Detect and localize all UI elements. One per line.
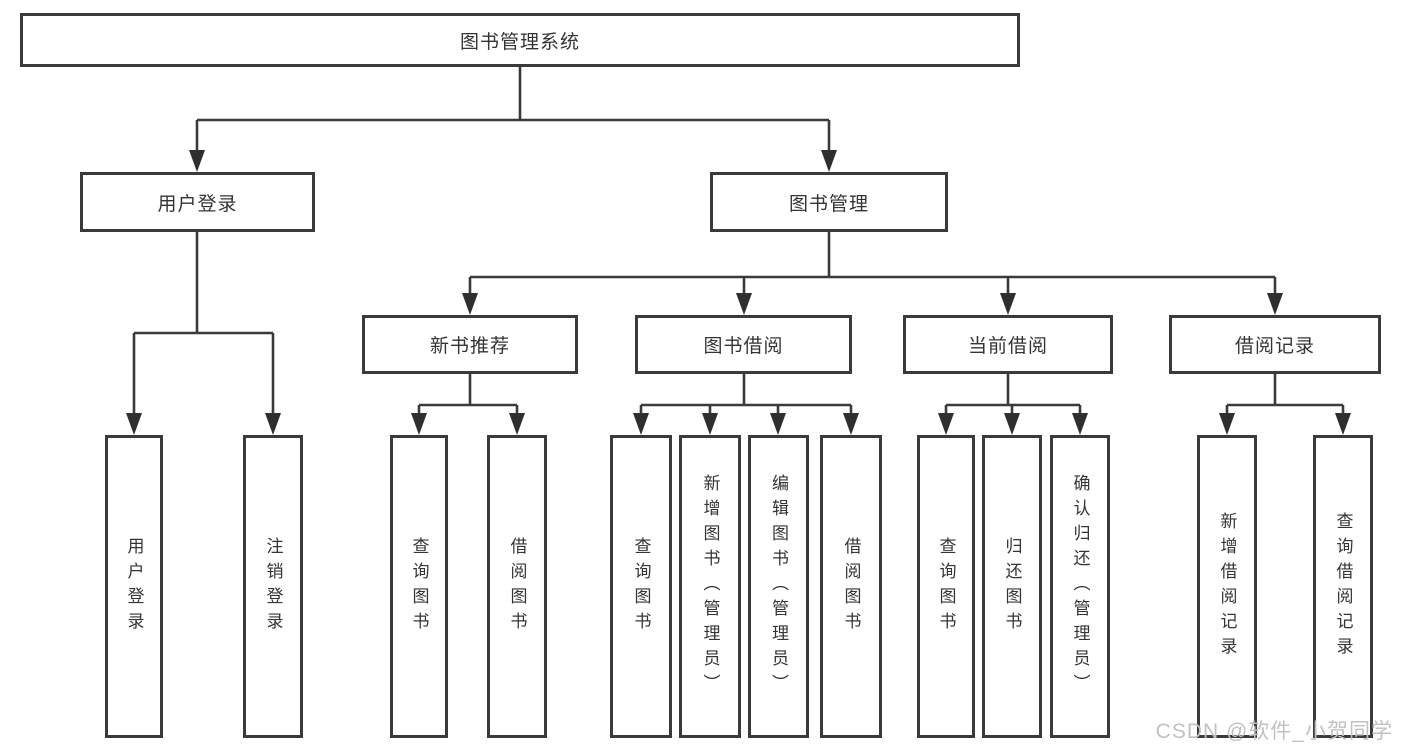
arrow-down-icon xyxy=(126,413,142,435)
arrow-down-icon xyxy=(702,413,718,435)
leaf-add-borrow-record: 新增借阅记录 xyxy=(1197,435,1257,738)
arrow-down-icon xyxy=(736,293,752,315)
connector-borrow-record xyxy=(1225,374,1345,414)
node-new-book-recommend: 新书推荐 xyxy=(362,315,578,374)
arrow-down-icon xyxy=(633,413,649,435)
arrow-down-icon xyxy=(821,150,837,172)
arrow-down-icon xyxy=(1219,413,1235,435)
leaf-edit-book-admin: 编辑图书（管理员） xyxy=(748,435,809,738)
connector-book-mgmt xyxy=(468,232,1277,294)
node-borrow-record: 借阅记录 xyxy=(1169,315,1381,374)
connector-root xyxy=(195,67,831,150)
leaf-add-book-admin: 新增图书（管理员） xyxy=(679,435,741,738)
node-current-borrow: 当前借阅 xyxy=(903,315,1113,374)
arrow-down-icon xyxy=(1072,413,1088,435)
arrow-down-icon xyxy=(1335,413,1351,435)
node-user-login: 用户登录 xyxy=(80,172,315,232)
leaf-borrow-book-2: 借阅图书 xyxy=(820,435,882,738)
arrow-down-icon xyxy=(938,413,954,435)
leaf-confirm-return-admin: 确认归还（管理员） xyxy=(1050,435,1110,738)
leaf-query-book-3: 查询图书 xyxy=(917,435,975,738)
node-book-borrow: 图书借阅 xyxy=(635,315,852,374)
arrow-down-icon xyxy=(1004,413,1020,435)
leaf-return-book: 归还图书 xyxy=(982,435,1042,738)
arrow-down-icon xyxy=(1267,293,1283,315)
connector-new-book xyxy=(417,374,519,414)
arrow-down-icon xyxy=(843,413,859,435)
leaf-query-book-2: 查询图书 xyxy=(610,435,672,738)
arrow-down-icon xyxy=(509,413,525,435)
arrow-down-icon xyxy=(411,413,427,435)
connector-book-borrow xyxy=(639,374,853,414)
connector-user-login xyxy=(132,232,275,414)
node-root: 图书管理系统 xyxy=(20,13,1020,67)
leaf-borrow-book-1: 借阅图书 xyxy=(487,435,547,738)
arrow-down-icon xyxy=(189,150,205,172)
leaf-user-login: 用户登录 xyxy=(105,435,163,738)
connector-current-borrow xyxy=(944,374,1082,414)
arrow-down-icon xyxy=(1000,293,1016,315)
leaf-query-borrow-record: 查询借阅记录 xyxy=(1313,435,1373,738)
arrow-down-icon xyxy=(265,413,281,435)
leaf-logout: 注销登录 xyxy=(243,435,303,738)
arrow-down-icon xyxy=(770,413,786,435)
arrowheads xyxy=(126,150,1351,435)
csdn-watermark: CSDN @软件_小贺同学 xyxy=(1155,720,1393,743)
leaf-query-book-1: 查询图书 xyxy=(390,435,448,738)
node-book-management: 图书管理 xyxy=(710,172,948,232)
arrow-down-icon xyxy=(462,293,478,315)
